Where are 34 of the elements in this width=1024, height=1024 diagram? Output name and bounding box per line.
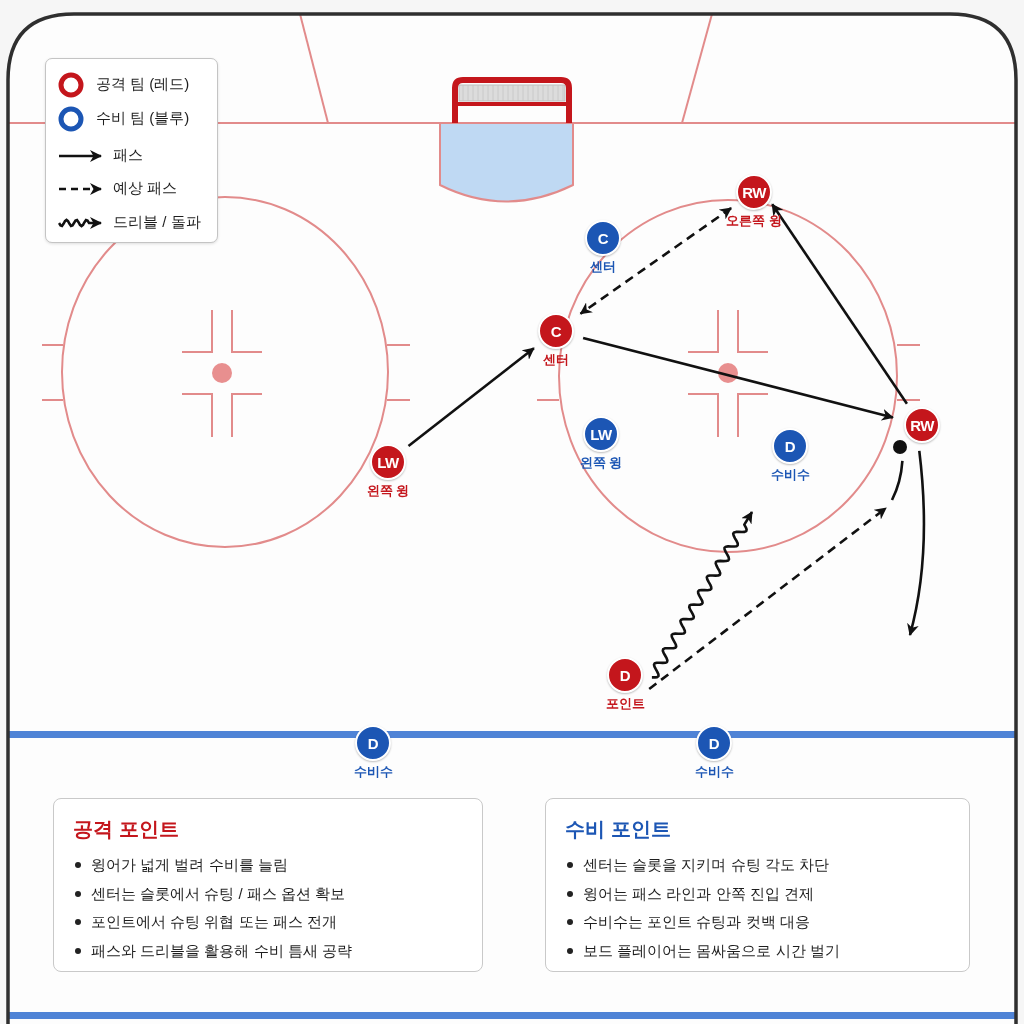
bullet-text: 센터는 슬롯을 지키며 슈팅 각도 차단 [583, 855, 829, 876]
legend-label: 예상 패스 [113, 179, 178, 197]
bullet-text: 보드 플레이어는 몸싸움으로 시간 벌기 [583, 940, 840, 961]
wavy-arrow [651, 511, 754, 679]
bullet-text: 센터는 슬롯에서 슈팅 / 패스 옵션 확보 [91, 883, 346, 904]
legend-label: 공격 팀 (레드) [96, 75, 190, 93]
bullet-text: 윙어는 패스 라인과 안쪽 진입 견제 [583, 883, 814, 904]
bullet-text: 포인트에서 슈팅 위협 또는 패스 전개 [91, 912, 337, 933]
panel-heading: 수비 포인트 [565, 817, 671, 842]
info-panel [545, 798, 970, 972]
arrow [771, 203, 908, 405]
legend-label: 패스 [113, 146, 143, 164]
arrow [407, 347, 535, 448]
panel-heading: 공격 포인트 [73, 817, 179, 842]
player-label: 수비수 [770, 467, 810, 483]
dashed-arrow [648, 506, 887, 691]
line [890, 460, 904, 501]
player-label: 수비수 [694, 764, 734, 780]
player-label: 오른쪽 윙 [726, 213, 782, 229]
bullet-text: 수비수는 포인트 슈팅과 컷백 대응 [583, 912, 810, 933]
player-label: 수비수 [353, 764, 393, 780]
player-label: 왼쪽 윙 [366, 483, 410, 499]
player-label: 포인트 [605, 696, 645, 712]
player-label: 왼쪽 윙 [579, 455, 623, 471]
legend-label: 수비 팀 (블루) [96, 109, 190, 127]
player-label: 센터 [543, 352, 569, 368]
legend-label: 드리블 / 돌파 [113, 213, 201, 231]
info-panel [53, 798, 483, 972]
bullet-text: 패스와 드리블을 활용해 수비 틈새 공략 [91, 940, 352, 961]
arrow [906, 450, 926, 636]
player-label: 센터 [590, 259, 616, 275]
bullet-text: 윙어가 넓게 벌려 수비를 늘림 [91, 855, 288, 876]
dashed-arrow [579, 207, 732, 315]
arrow [582, 336, 894, 421]
